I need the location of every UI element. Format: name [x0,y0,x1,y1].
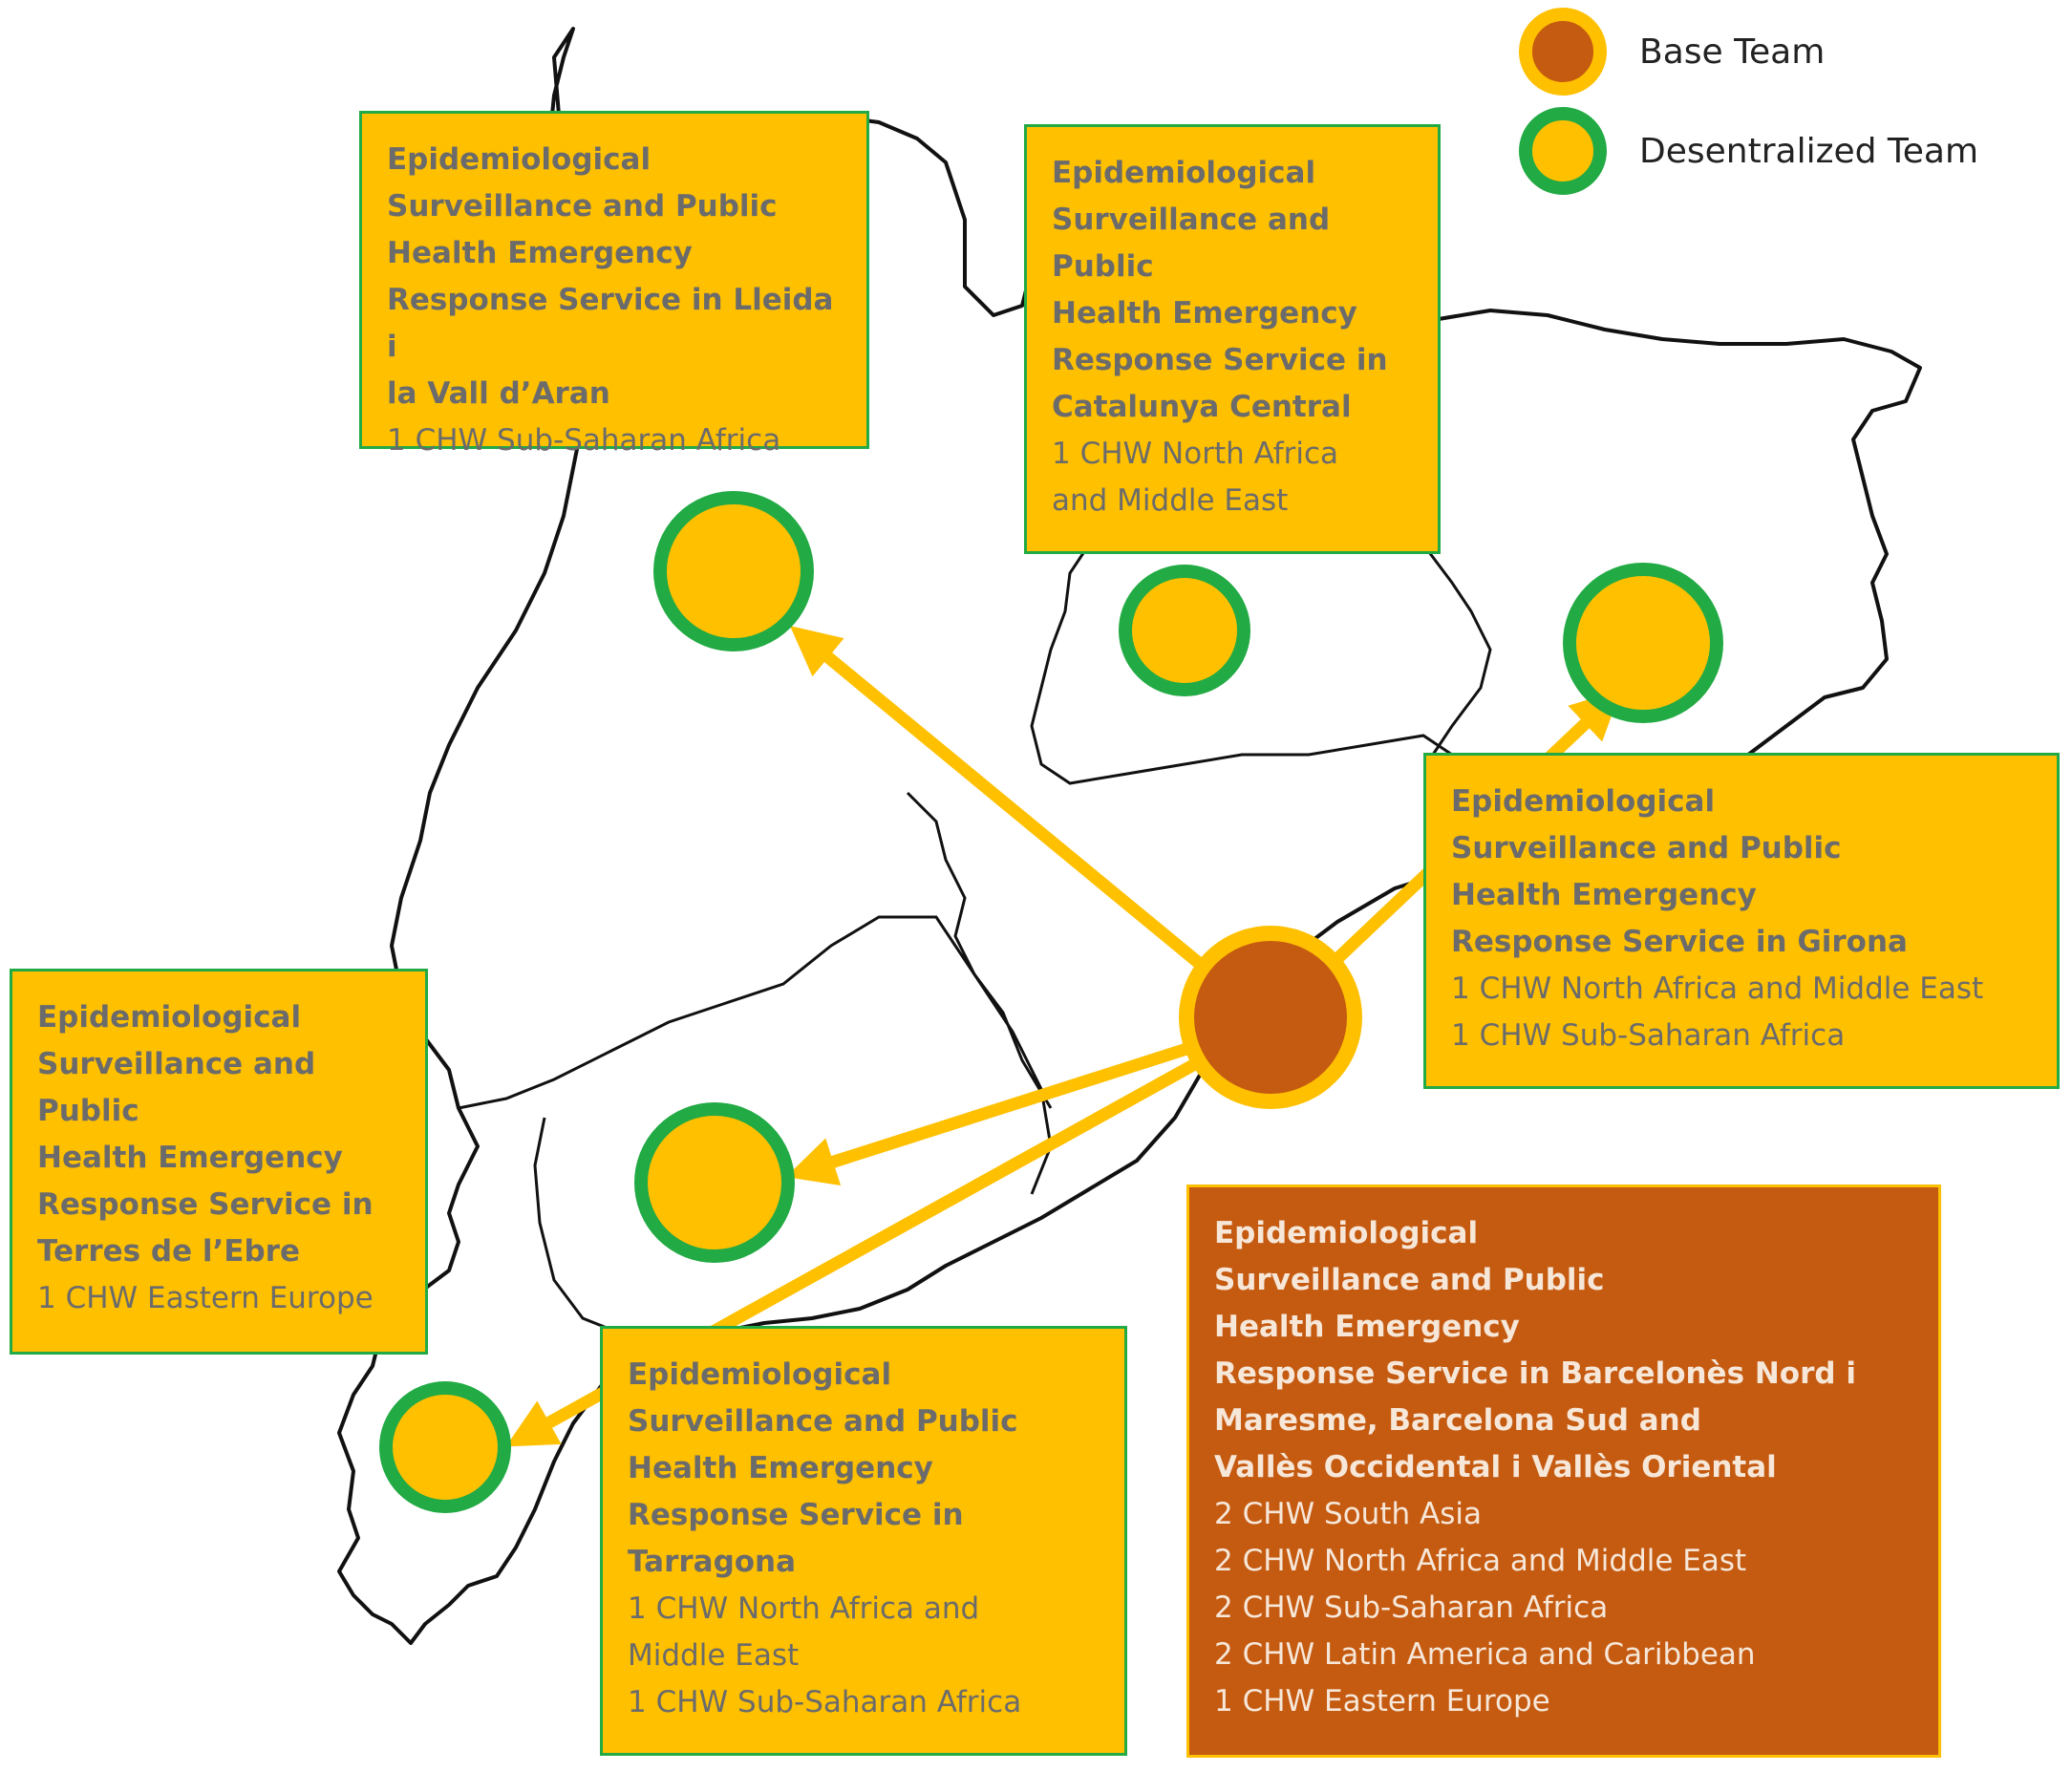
chw-line: Middle East [628,1638,800,1673]
service-title: Epidemiological Surveillance and Public … [1214,1216,1856,1484]
region-border [906,791,1053,1109]
chw-line: 1 CHW Eastern Europe [37,1281,374,1315]
service-box-girona: Epidemiological Surveillance and Public … [1423,753,2060,1089]
chw-line: 1 CHW North Africa and Middle East [1451,971,1984,1006]
base-team-barcelona [1179,926,1362,1109]
service-title: Epidemiological Surveillance and Public … [37,1000,374,1269]
service-box-barcelona: Epidemiological Surveillance and Public … [1186,1185,1941,1758]
decentralized-team-legend-icon [1519,107,1607,195]
service-title: Epidemiological Surveillance and Public … [628,1357,1018,1579]
chw-line: 1 CHW Sub-Saharan Africa [387,423,781,458]
service-title: Epidemiological Surveillance and Public … [387,142,834,411]
decentralized-team-lleida [653,491,814,651]
legend-decentralized-team: Desentralized Team [1519,107,1978,195]
chw-line: 2 CHW Latin America and Caribbean [1214,1637,1756,1672]
region-border [533,1117,631,1339]
service-box-catalunya-central: Epidemiological Surveillance and Public … [1024,124,1441,554]
chw-line: 1 CHW Sub-Saharan Africa [628,1685,1022,1719]
service-box-lleida: Epidemiological Surveillance and Public … [359,111,869,458]
chw-line: 2 CHW South Asia [1214,1497,1482,1531]
decentralized-team-tarragona [379,1381,511,1513]
legend-decentralized-label: Desentralized Team [1639,131,1979,171]
legend-base-team: Base Team [1519,8,1825,96]
chw-line: 2 CHW Sub-Saharan Africa [1214,1591,1609,1625]
decentralized-team-catalunya-central [1119,565,1250,696]
service-title: Epidemiological Surveillance and Public … [1451,784,1908,959]
decentralized-team-terres-ebre [634,1102,795,1263]
chw-line: 2 CHW North Africa and Middle East [1214,1544,1747,1578]
arrow-to-lleida [789,626,1277,1029]
chw-line: and Middle East [1052,483,1289,518]
decentralized-team-girona [1563,563,1723,723]
service-box-terres-ebre: Epidemiological Surveillance and Public … [10,969,428,1355]
chw-line: 1 CHW North Africa [1052,437,1339,471]
service-title: Epidemiological Surveillance and Public … [1052,156,1388,424]
chw-line: 1 CHW North Africa and [628,1591,980,1626]
region-border [1421,544,1492,756]
chw-line: 1 CHW Sub-Saharan Africa [1451,1018,1846,1053]
base-team-legend-icon [1519,8,1607,96]
service-box-tarragona: Epidemiological Surveillance and Public … [600,1326,1127,1756]
region-border [458,915,976,1110]
chw-line: 1 CHW Eastern Europe [1214,1684,1550,1719]
region-border [1030,544,1453,785]
legend-base-label: Base Team [1639,32,1826,72]
